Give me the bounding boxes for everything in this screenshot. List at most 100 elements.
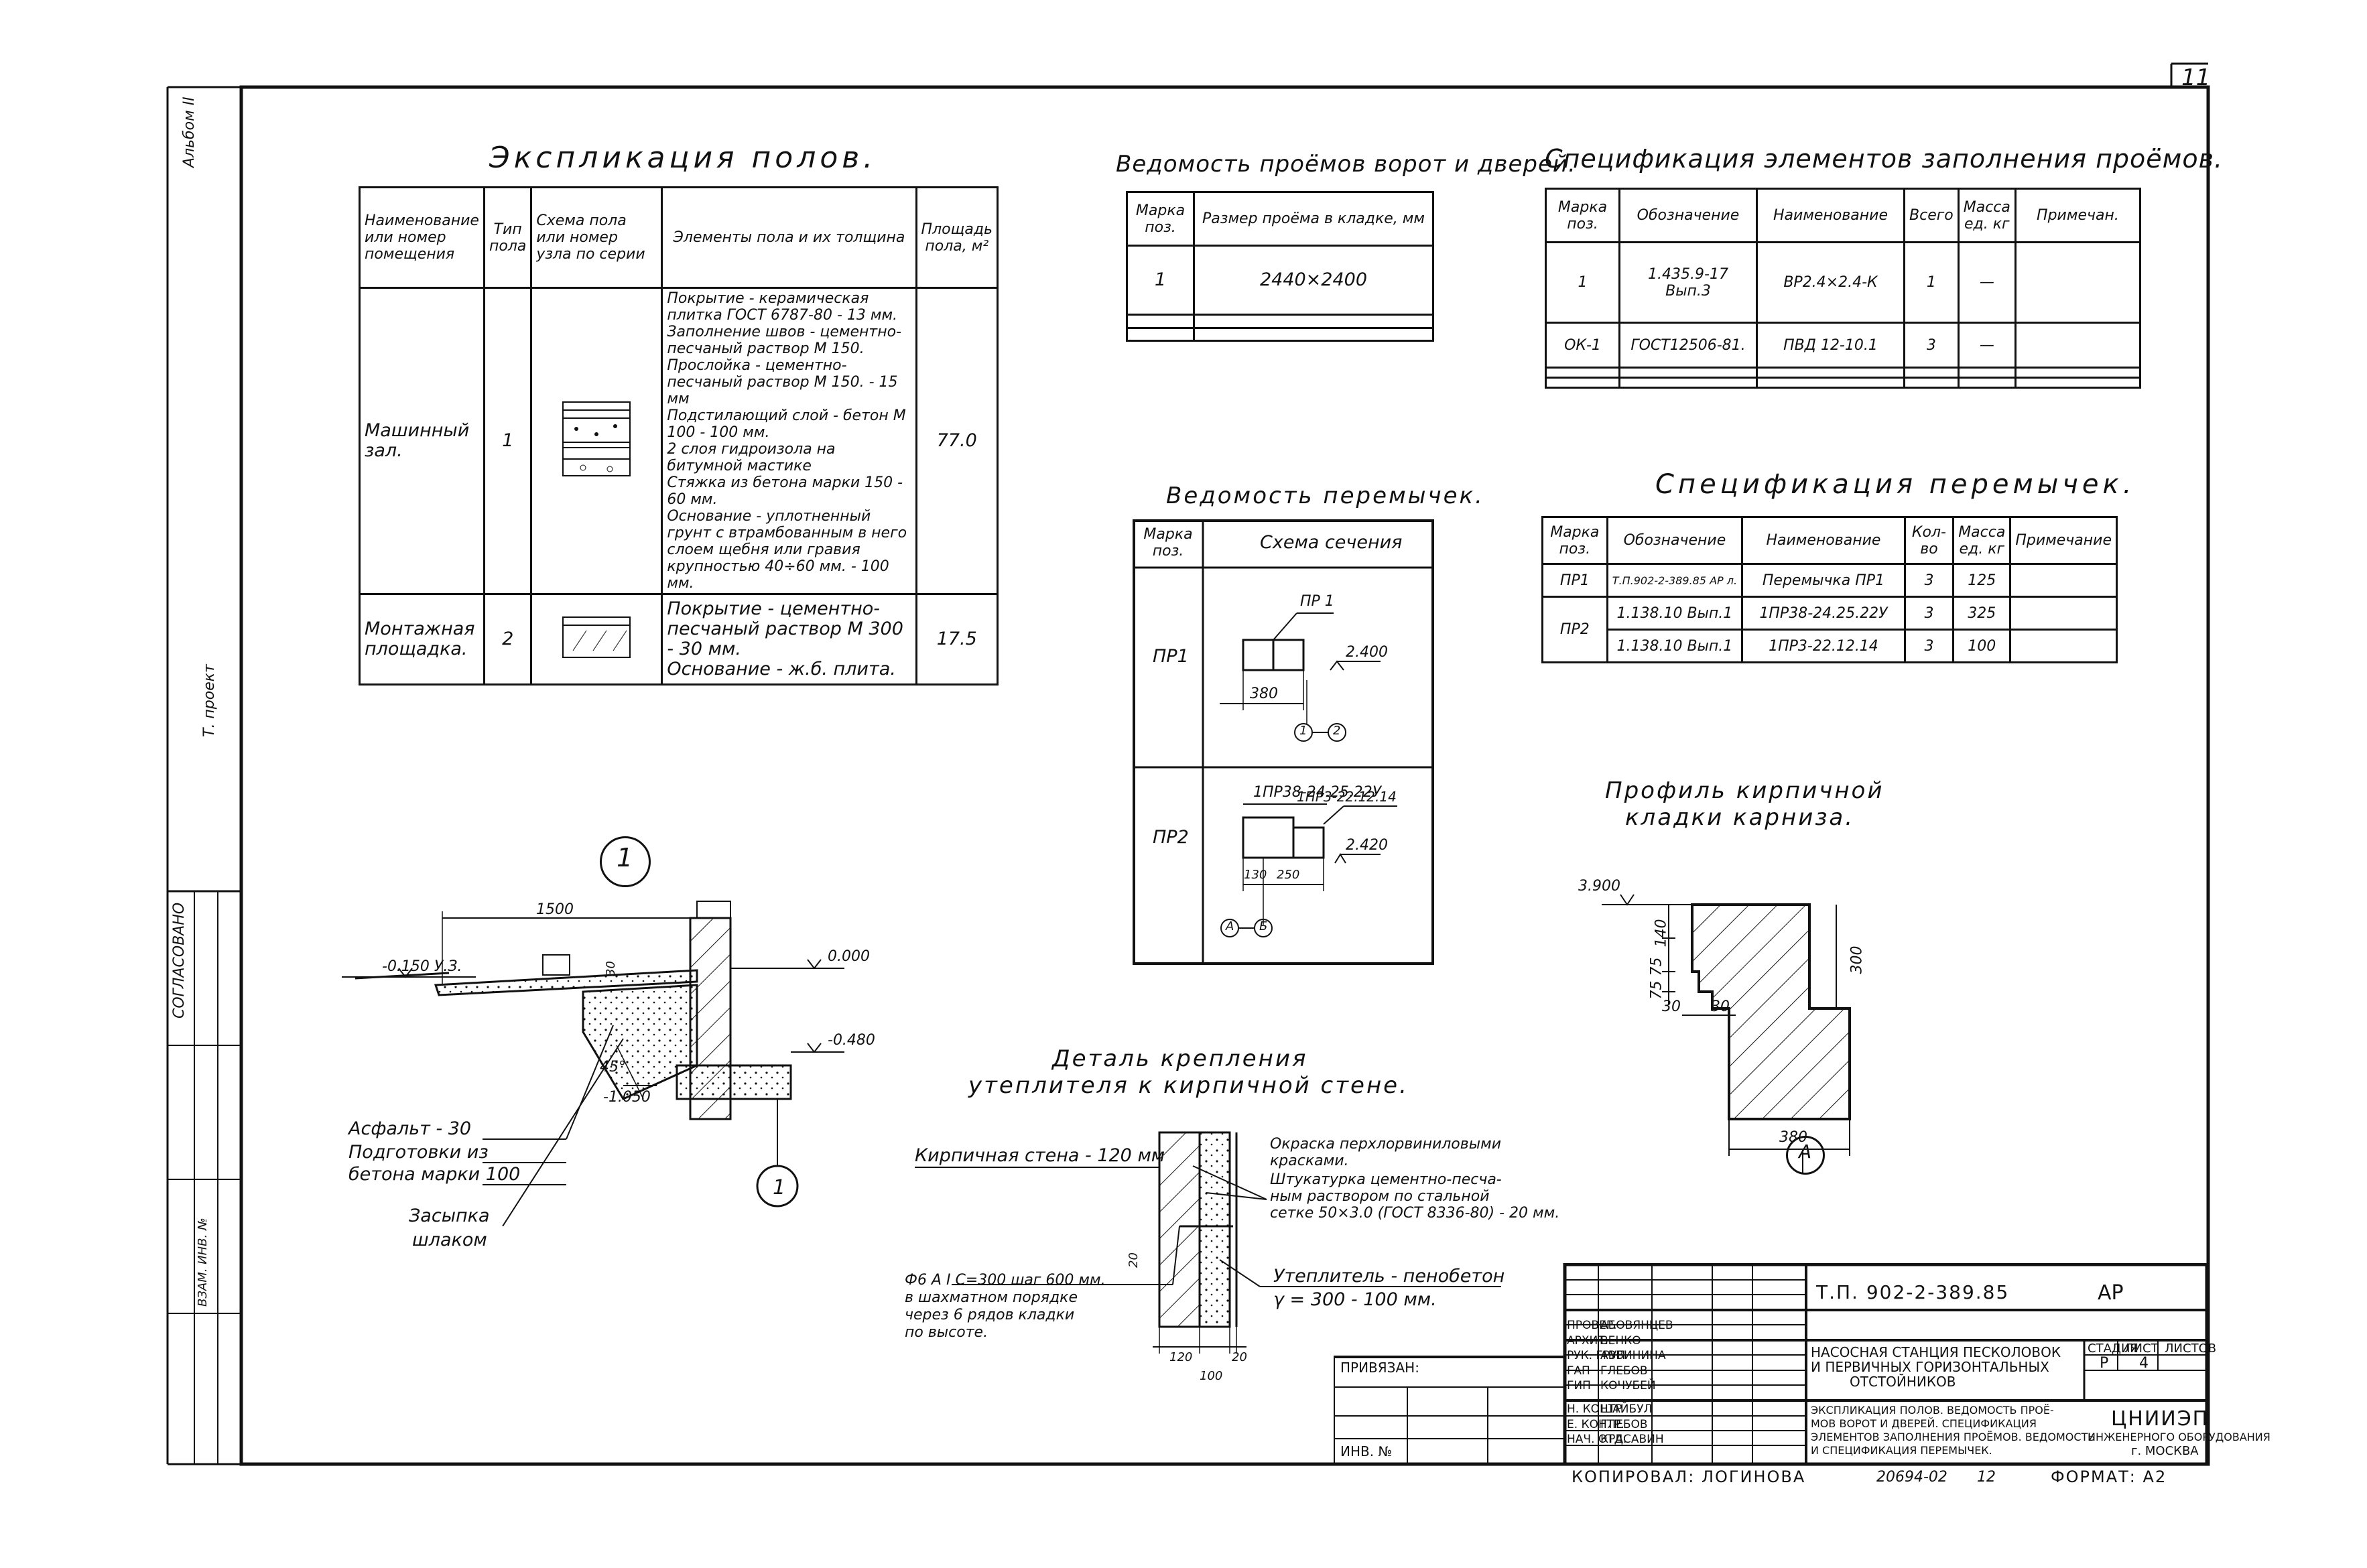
table-row: [1126, 313, 1434, 329]
table-row: ПР1 Т.П.902-2-389.85 АР л. Перемычка ПР1…: [1541, 563, 2118, 598]
insulation-anchor-2: в шахматном порядке: [905, 1289, 1078, 1306]
floors-h-type: Тип пола: [483, 186, 533, 289]
floor-element: Подстилающий слой - бетон М 100 - 100 мм…: [667, 407, 906, 441]
spec-lintels-cell: Перемычка ПР1: [1741, 563, 1906, 598]
spec-lintels-cell: ПР2: [1541, 596, 1608, 663]
insulation-dim-100: 100: [1200, 1369, 1223, 1383]
stamp-format: ФОРМАТ: А2: [2051, 1467, 2167, 1486]
stamp-sheet-name: И СПЕЦИФИКАЦИЯ ПЕРЕМЫЧЕК.: [1811, 1444, 1992, 1457]
stamp-name: АВВИНИНА: [1600, 1349, 1666, 1362]
cornice-axis: А: [1799, 1140, 1812, 1163]
stamp-name: АБОВЯНЦЕВ: [1600, 1319, 1673, 1332]
spec-lintels-table: Марка поз. Обозначение Наименование Кол-…: [1541, 516, 2118, 663]
table-row: Монтажная площадка. 2 Покрытие - цементн…: [359, 593, 999, 685]
spec-lintels-cell: 1ПР3-22.12.14: [1741, 629, 1906, 663]
node1-level-1: -0.150 У.З.: [382, 958, 462, 975]
insulation-insul-1: Утеплитель - пенобетон: [1273, 1266, 1505, 1287]
stamp-sheet-name: МОВ ВОРОТ И ДВЕРЕЙ. СПЕЦИФИКАЦИЯ: [1811, 1417, 2037, 1430]
node1-marker: 1: [617, 843, 633, 872]
stamp-role: ГИП: [1567, 1379, 1591, 1392]
spec-fill-cell: [1903, 377, 1960, 389]
stamp-role: НАЧ. ОТД.: [1567, 1433, 1627, 1446]
spec-lintels-cell: 3: [1903, 629, 1955, 663]
node1-marker-circle: [600, 836, 651, 887]
spec-lintels-cell: 1.138.10 Вып.1: [1606, 629, 1744, 663]
node1-fill-1: Засыпка: [409, 1205, 490, 1226]
table-row: [1545, 367, 2142, 379]
insulation-title-1: Деталь крепления: [1052, 1045, 1308, 1072]
stamp-name: КРАСАВИН: [1600, 1433, 1664, 1446]
node1-level-3: -0.480: [828, 1032, 875, 1049]
stamp-copied: КОПИРОВАЛ: ЛОГИНОВА: [1572, 1467, 1806, 1486]
sheet-number: 11: [2181, 64, 2211, 91]
lintel-pr2-level: 2.420: [1346, 837, 1388, 854]
node1-angle: 45°: [600, 1059, 626, 1075]
node1-fill-2: шлаком: [412, 1230, 487, 1250]
node1-level-2: 0.000: [828, 948, 870, 965]
floors-h-elements: Элементы пола и их толщина: [661, 186, 917, 289]
node1-dim: 1500: [536, 901, 574, 918]
stamp-org-1: ЦНИИЭП: [2111, 1407, 2210, 1431]
lintel-pr1-level: 2.400: [1346, 644, 1388, 661]
insulation-anchor-1: Ф6 А I С=300 шаг 600 мм.: [905, 1272, 1106, 1289]
spec-lintels-h-qty: Кол-во: [1903, 516, 1955, 565]
node1-axis: 1: [773, 1176, 786, 1199]
floor-element: Стяжка из бетона марки 150 - 60 мм.: [667, 474, 903, 508]
floors-elements-2: Покрытие - цементно-песчаный раствор М 3…: [661, 593, 917, 685]
table-row: ОК-1 ГОСТ12506-81. ПВД 12-10.1 3 —: [1545, 322, 2142, 369]
insulation-paint-2: красками.: [1270, 1153, 1349, 1169]
spec-lintels-cell: [2009, 596, 2118, 631]
floor-element: Прослойка - цементно-песчаный раствор М …: [667, 357, 898, 407]
spec-fill-cell: [1756, 377, 1905, 389]
lintel-pr1-axis-1: 1: [1299, 724, 1307, 738]
spec-fill-cell: ГОСТ12506-81.: [1618, 322, 1758, 369]
openings-h-mark: Марка поз.: [1126, 191, 1195, 247]
spec-fill-cell: 1: [1545, 241, 1620, 324]
floor-element: Основание - ж.б. плита.: [667, 659, 896, 679]
table-row: 1 1.435.9-17 Вып.3 ВР2.4×2.4-К 1 —: [1545, 241, 2142, 324]
spec-lintels-cell: Т.П.902-2-389.85 АР л.: [1606, 563, 1744, 598]
side-album: Альбом II: [181, 96, 198, 168]
floors-elements-1: Покрытие - керамическая плитка ГОСТ 6787…: [661, 287, 917, 595]
cornice-dim-300: 300: [1848, 945, 1866, 974]
lintel-pr2-dim1: 130: [1244, 868, 1267, 882]
openings-title: Ведомость проёмов ворот и дверей.: [1116, 151, 1576, 178]
spec-lintels-h-mark: Марка поз.: [1541, 516, 1608, 565]
insulation-plaster-2: ным раствором по стальной: [1270, 1188, 1490, 1205]
spec-lintels-title: Спецификация перемычек.: [1655, 469, 2136, 500]
spec-fill-cell: ПВД 12-10.1: [1756, 322, 1905, 369]
stamp-role: Е. КОНТР.: [1567, 1418, 1624, 1431]
openings-mark-3: [1126, 326, 1195, 342]
spec-lintels-cell: ПР1: [1541, 563, 1608, 598]
lintels-scheme-block: Марка поз. Схема сечения ПР1 ПР 1 380 2.…: [1133, 519, 1434, 965]
spec-lintels-h-code: Обозначение: [1606, 516, 1744, 565]
floors-room-2: Монтажная площадка.: [359, 593, 485, 685]
spec-fill-cell: [2014, 377, 2142, 389]
openings-mark-2: [1126, 313, 1195, 329]
spec-lintels-cell: 125: [1952, 563, 2012, 598]
stamp-stage-hdr: ЛИСТОВ: [2165, 1342, 2217, 1356]
spec-fill-cell: [1957, 367, 2017, 379]
table-row: [1126, 326, 1434, 342]
openings-size-3: [1193, 326, 1434, 342]
floors-h-room: Наименование или номер помещения: [359, 186, 485, 289]
floors-h-scheme: Схема пола или номер узла по серии: [530, 186, 663, 289]
cornice-drawing: [1602, 894, 1851, 1173]
stamp-name: ВЕНКО: [1600, 1334, 1641, 1348]
floor-element: Покрытие - керамическая плитка ГОСТ 6787…: [667, 290, 898, 324]
stamp-role: ГАП: [1567, 1364, 1590, 1378]
stamp-object: ОТСТОЙНИКОВ: [1850, 1374, 1956, 1390]
stamp-inv: ИНВ. №: [1340, 1443, 1393, 1459]
node1-drawing: [342, 901, 844, 1226]
insulation-wall: Кирпичная стена - 120 мм: [915, 1145, 1165, 1166]
stamp-role: Н. КОНТР: [1567, 1402, 1622, 1416]
spec-fill-cell: ОК-1: [1545, 322, 1620, 369]
stamp-name: ГЛЕБОВ: [1600, 1418, 1648, 1431]
spec-fill-cell: [1618, 367, 1758, 379]
node1-level-4: -1.050: [603, 1089, 651, 1106]
side-project: Т. проект: [201, 664, 218, 737]
table-row: [1545, 377, 2142, 389]
stamp-sheet-name: ЭЛЕМЕНТОВ ЗАПОЛНЕНИЯ ПРОЁМОВ. ВЕДОМОСТЬ: [1811, 1431, 2096, 1443]
stamp-stage: Р: [2100, 1355, 2109, 1372]
stamp-order: 20694-02: [1876, 1469, 1947, 1486]
